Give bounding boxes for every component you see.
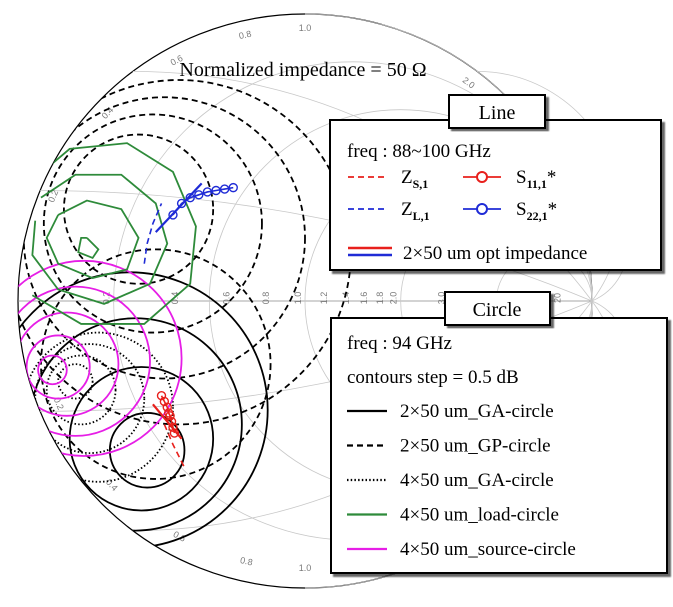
gp-2x50-circle <box>63 133 215 285</box>
line-legend: Line freq : 88~100 GHz ZS,1 S11,1* ZL,1 S22… <box>329 94 662 271</box>
s11-marker <box>159 396 170 407</box>
circle-legend-label-2: 4×50 um_GA-circle <box>400 470 554 491</box>
circle-legend-label-0: 2×50 um_GA-circle <box>400 401 554 422</box>
legend-label-0: ZS,1 <box>401 167 428 191</box>
circle-legend-entries: 2×50 um_GA-circle 2×50 um_GP-circle 4×50 u… <box>347 401 576 560</box>
s22-marker <box>168 210 178 220</box>
grid-label: 0.6 <box>221 292 231 305</box>
grid-label: 1.0 <box>293 292 303 305</box>
gp-2x50-circle <box>42 113 263 334</box>
grid-label: 0.4 <box>104 477 120 493</box>
line-legend-title: Line <box>479 102 516 124</box>
line-legend-entries: ZS,1 S11,1* ZL,1 S22,1* 2×50 um opt impedanc… <box>348 167 587 264</box>
grid-label: 3.0 <box>437 292 447 305</box>
s11-trace <box>160 395 176 434</box>
load-4x50-contour <box>31 142 197 325</box>
circle-legend: Circle freq : 94 GHz contours step = 0.5… <box>330 291 668 574</box>
source-4x50-circle <box>18 285 151 437</box>
grid-label: 0.8 <box>239 555 253 568</box>
zl1-trace <box>143 203 163 264</box>
legend-label-1: S11,1* <box>516 167 556 191</box>
circle-legend-label-4: 4×50 um_source-circle <box>400 539 576 560</box>
chart-title: Normalized impedance = 50 Ω <box>179 59 426 81</box>
grid-label: 0.8 <box>261 292 271 305</box>
s22-marker <box>202 187 213 197</box>
s11-marker <box>162 402 172 412</box>
ga-2x50-circle <box>28 317 243 532</box>
grid-label: 0.8 <box>238 29 252 42</box>
s22-marker <box>219 184 230 194</box>
contour-layer <box>18 79 352 549</box>
gp-2x50-circle <box>40 248 272 480</box>
reactance-arc <box>40 190 593 302</box>
ga-4x50-circle <box>45 354 117 426</box>
ga-4x50-circle <box>34 343 146 455</box>
legend-marker-1 <box>476 171 488 183</box>
source-4x50-circle <box>37 354 68 386</box>
grid-label: 0.2 <box>52 396 66 411</box>
grid-label: 1.8 <box>375 292 385 305</box>
circle-legend-step: contours step = 0.5 dB <box>347 367 519 388</box>
grid-label: 0.4 <box>100 105 116 121</box>
grid-label: 20 <box>553 293 563 303</box>
s22-marker <box>176 198 187 209</box>
circle-legend-label-3: 4×50 um_load-circle <box>400 505 559 526</box>
ga-4x50-circle <box>57 363 94 400</box>
circle-legend-freq: freq : 94 GHz <box>347 333 452 354</box>
circle-legend-title: Circle <box>473 299 522 321</box>
grid-label: 1.4 <box>341 292 351 305</box>
zs1-trace <box>163 424 186 468</box>
legend-marker-3 <box>476 203 488 215</box>
s11-marker <box>166 416 177 427</box>
legend-label-3: S22,1* <box>516 199 557 223</box>
grid-label: 1.0 <box>299 23 312 33</box>
s11-marker <box>165 411 175 421</box>
grid-label: 1.6 <box>359 292 369 305</box>
grid-label: 1.2 <box>319 292 329 305</box>
ga-2x50-circle <box>108 412 186 489</box>
load-4x50-contour <box>31 173 169 305</box>
s11-marker <box>156 391 167 401</box>
grid-label: 2.0 <box>461 75 477 91</box>
load-4x50-contour <box>45 199 140 279</box>
load-4x50-contour <box>77 236 100 260</box>
source-4x50-circle <box>18 259 183 457</box>
source-4x50-circle <box>18 311 120 417</box>
line-legend-freq: freq : 88~100 GHz <box>347 141 491 162</box>
source-4x50-circle <box>25 334 91 400</box>
trace-layer <box>143 182 238 468</box>
s11-marker <box>168 422 178 432</box>
grid-label: 1.0 <box>299 563 312 573</box>
grid-label: 2.0 <box>389 292 399 305</box>
ga-2x50-circle <box>68 366 215 512</box>
s22-marker <box>185 192 195 203</box>
s11-marker <box>169 428 180 438</box>
s22-marker <box>228 182 238 193</box>
grid-label: 0.2 <box>102 292 112 305</box>
circle-legend-label-1: 2×50 um_GP-circle <box>400 436 551 457</box>
legend-label-2: ZL,1 <box>401 199 430 223</box>
s22-marker <box>211 185 221 196</box>
legend-opt-label: 2×50 um opt impedance <box>403 243 587 264</box>
s22-marker <box>194 190 204 200</box>
